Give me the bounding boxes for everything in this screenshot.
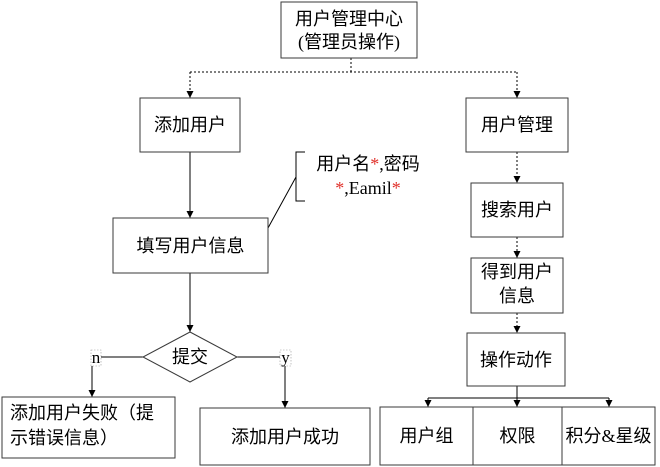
operation-action-label: 操作动作 — [480, 350, 552, 370]
search-user-box — [470, 182, 564, 238]
required-mark: * — [335, 178, 344, 198]
operation-action-box — [466, 332, 566, 387]
user-management-center-box — [280, 1, 418, 59]
required-mark: * — [370, 154, 379, 174]
user-management-center-title: 用户管理中心 — [295, 9, 403, 29]
add-user-failed-line-1: 添加用户失败（提 — [10, 403, 154, 423]
annotation-field-email: ,Eamil — [344, 178, 392, 198]
node-user-management-center: 用户管理中心 (管理员操作) — [280, 1, 418, 59]
user-management-center-subtitle: (管理员操作) — [298, 32, 400, 53]
node-user-management: 用户管理 — [465, 97, 569, 153]
annotation-line-2: *,Eamil* — [335, 178, 401, 198]
points-and-stars-label: 积分&星级 — [565, 426, 651, 446]
branch-yes-label: y — [281, 348, 290, 367]
connector-submit-yes — [237, 356, 289, 408]
node-permissions: 权限 — [472, 406, 563, 466]
get-user-info-line-2: 信息 — [499, 286, 535, 306]
permissions-box — [472, 406, 563, 466]
node-get-user-info: 得到用户 信息 — [470, 257, 564, 314]
annotation-field-password: ,密码 — [379, 154, 420, 174]
annotation-leader-line — [267, 176, 297, 229]
node-search-user: 搜索用户 — [470, 182, 564, 238]
node-fill-user-info: 填写用户信息 — [112, 217, 269, 274]
get-user-info-line-1: 得到用户 — [481, 262, 553, 282]
fill-user-info-label: 填写用户信息 — [137, 236, 245, 256]
add-user-box — [139, 97, 241, 153]
branch-label-no: n — [90, 348, 102, 367]
branch-label-yes: y — [279, 348, 292, 367]
add-user-success-box — [199, 407, 371, 466]
add-user-label: 添加用户 — [154, 115, 226, 135]
node-user-group: 用户组 — [379, 406, 474, 466]
node-points-and-stars: 积分&星级 — [561, 406, 656, 466]
node-add-user-success: 添加用户成功 — [199, 407, 371, 466]
branch-yes-tag — [279, 349, 292, 367]
required-mark: * — [392, 178, 401, 198]
annotation-bracket — [295, 151, 305, 202]
branch-no-tag — [90, 349, 102, 367]
node-add-user-failed: 添加用户失败（提 示错误信息） — [1, 396, 176, 459]
annotation-required-fields: 用户名*,密码 *,Eamil* — [267, 151, 420, 229]
node-operation-action: 操作动作 — [466, 332, 566, 387]
user-group-label: 用户组 — [400, 426, 454, 446]
add-user-failed-box — [1, 396, 176, 459]
submit-label: 提交 — [172, 347, 208, 367]
permissions-label: 权限 — [500, 426, 536, 446]
branch-no-label: n — [92, 348, 101, 367]
add-user-success-label: 添加用户成功 — [231, 427, 339, 447]
user-management-label: 用户管理 — [481, 115, 553, 135]
annotation-field-username: 用户名 — [316, 154, 370, 174]
node-submit-decision: 提交 — [141, 331, 239, 383]
user-management-box — [465, 97, 569, 153]
annotation-line-1: 用户名*,密码 — [316, 154, 420, 174]
get-user-info-box — [470, 257, 564, 314]
search-user-label: 搜索用户 — [481, 200, 553, 220]
points-and-stars-box — [561, 406, 656, 466]
node-add-user: 添加用户 — [139, 97, 241, 153]
fill-user-info-box — [112, 217, 269, 274]
add-user-failed-line-2: 示错误信息） — [10, 428, 118, 448]
user-group-box — [379, 406, 474, 466]
submit-diamond — [141, 331, 239, 383]
